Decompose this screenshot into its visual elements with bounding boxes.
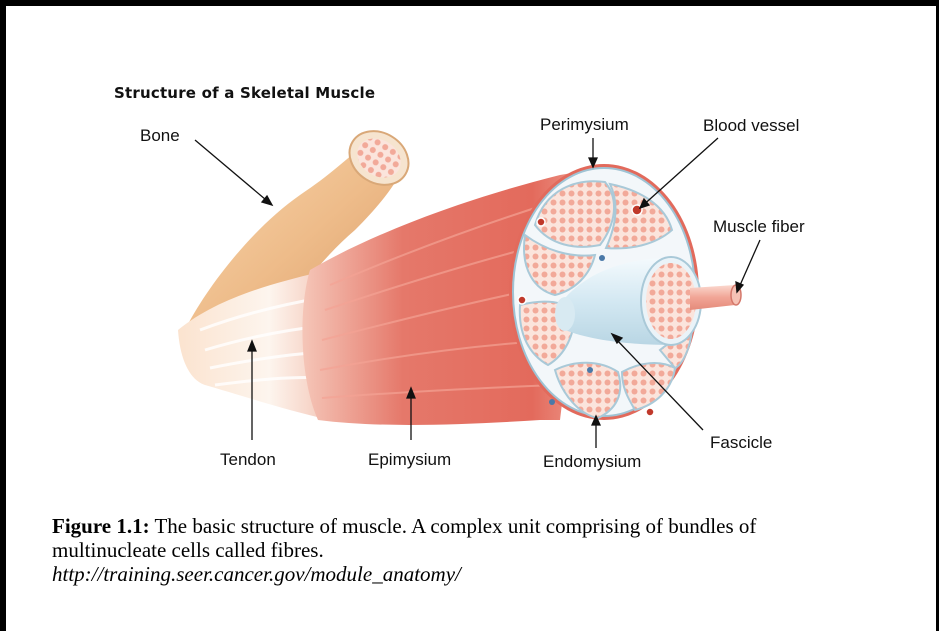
caption-source-url: http://training.seer.cancer.gov/module_a… — [52, 562, 872, 586]
label-blood-vessel: Blood vessel — [703, 116, 799, 135]
label-bone: Bone — [140, 126, 180, 145]
muscle-fiber-shape — [690, 285, 741, 310]
caption-text: The basic structure of muscle. A complex… — [52, 514, 756, 562]
label-epimysium: Epimysium — [368, 450, 451, 469]
label-perimysium: Perimysium — [540, 115, 629, 134]
label-endomysium: Endomysium — [543, 452, 641, 471]
label-fascicle: Fascicle — [710, 433, 772, 452]
label-tendon: Tendon — [220, 450, 276, 469]
figure-caption: Figure 1.1: The basic structure of muscl… — [52, 514, 872, 586]
caption-label: Figure 1.1: — [52, 514, 150, 538]
label-muscle-fiber: Muscle fiber — [713, 217, 805, 236]
